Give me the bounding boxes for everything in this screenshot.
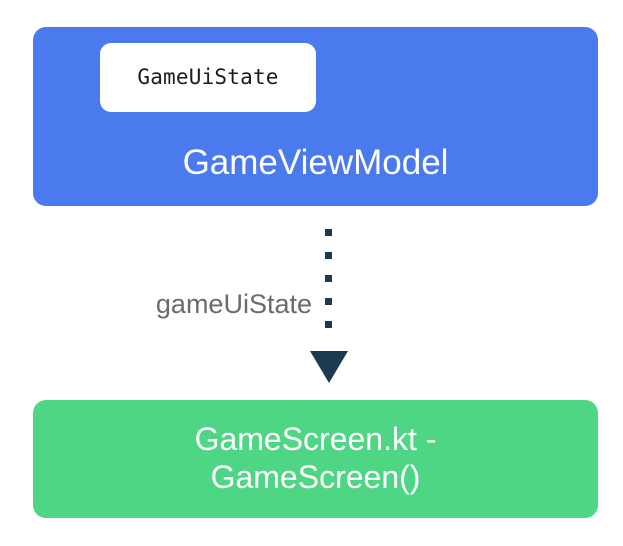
- node-game-screen-label-line1: GameScreen.kt -: [194, 421, 437, 458]
- node-game-screen[interactable]: GameScreen.kt - GameScreen(): [33, 400, 598, 518]
- connector-dot: [325, 298, 332, 305]
- connector-dot: [325, 275, 332, 282]
- arrow-down-icon: [310, 351, 348, 383]
- connector-dot: [325, 321, 332, 328]
- connector-dot: [325, 252, 332, 259]
- node-game-screen-label-line2: GameScreen(): [210, 459, 421, 495]
- state-chip-label: GameUiState: [137, 65, 279, 89]
- node-game-view-model-label: GameViewModel: [182, 143, 449, 182]
- state-chip-game-ui-state[interactable]: GameUiState: [100, 43, 316, 112]
- node-game-view-model[interactable]: GameUiState GameViewModel: [33, 27, 598, 206]
- connector-label: gameUiState: [155, 289, 312, 319]
- connector-dot: [325, 229, 332, 236]
